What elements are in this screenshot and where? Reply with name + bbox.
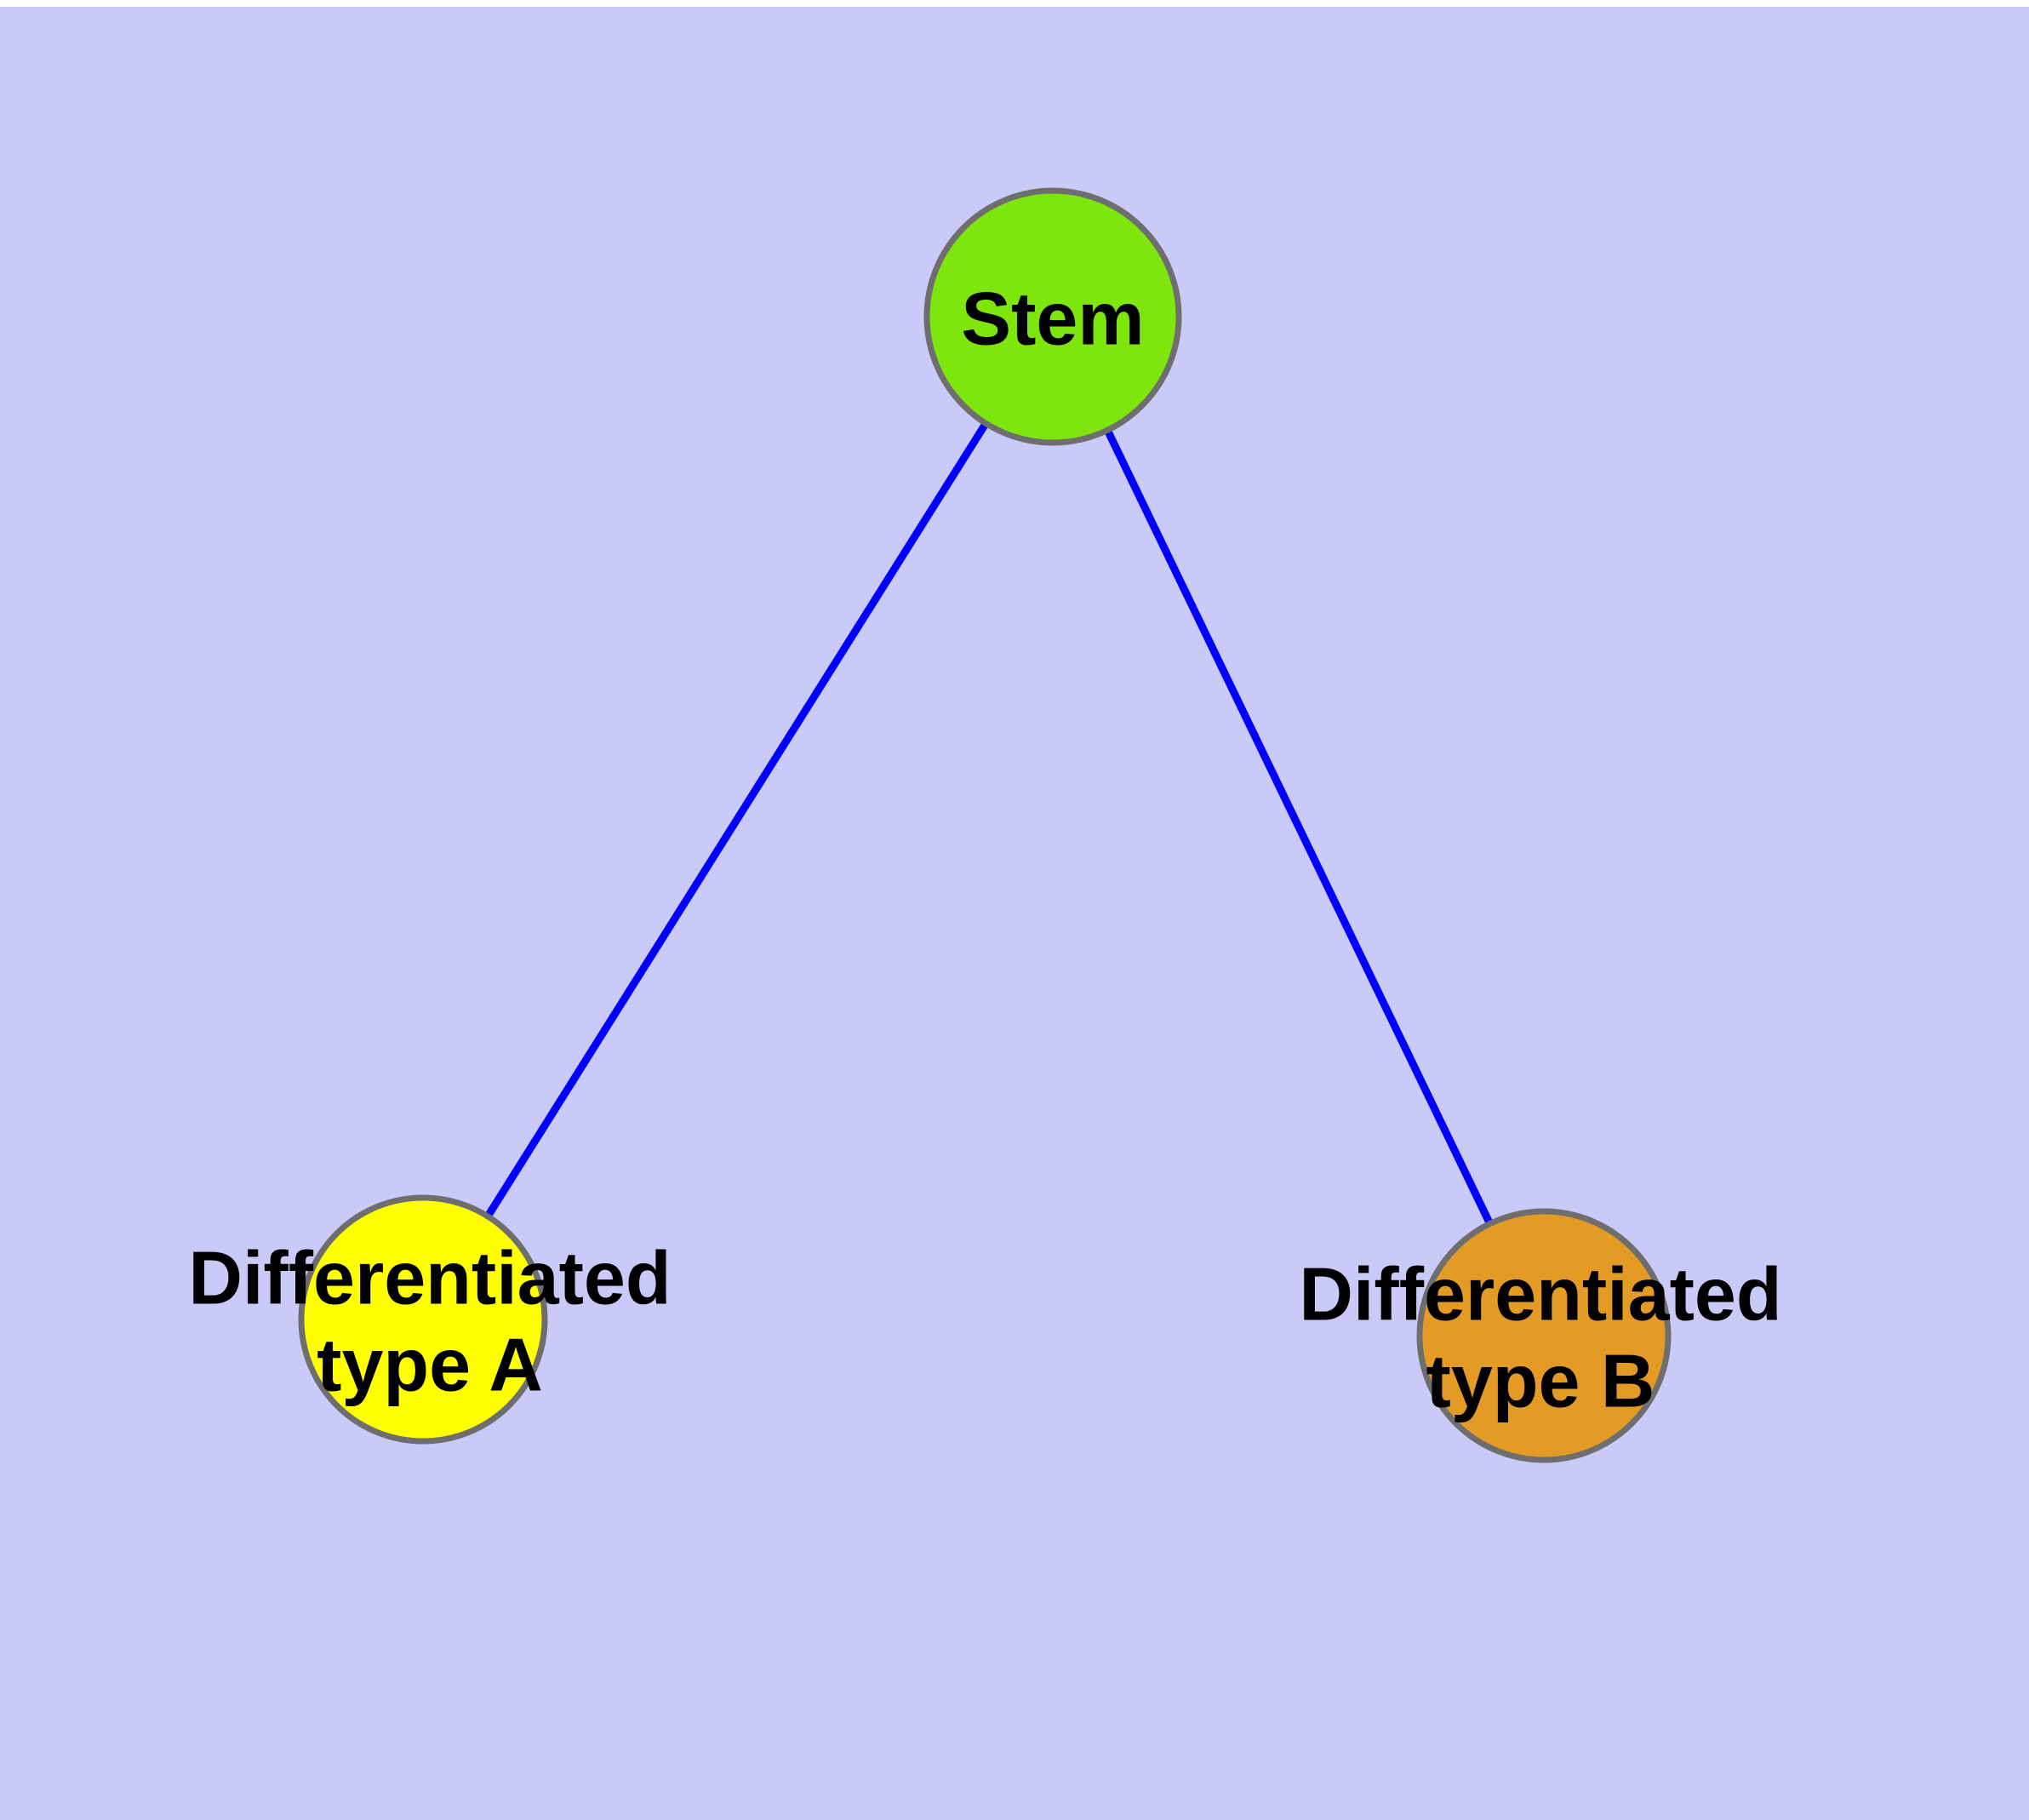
edge-stem-to-type-a <box>420 314 1056 1322</box>
node-stem <box>923 187 1182 446</box>
node-type-b-label-line2: type B <box>1426 1339 1655 1423</box>
top-white-strip <box>0 0 2029 7</box>
node-type-a-label-line1: Differentiated <box>188 1236 671 1320</box>
node-type-a <box>298 1194 548 1445</box>
node-stem-label: Stem <box>961 277 1144 361</box>
node-type-b-label-line1: Differentiated <box>1299 1252 1781 1336</box>
edge-stem-to-type-b <box>1049 315 1548 1337</box>
node-type-b <box>1416 1208 1672 1463</box>
node-type-a-label-line2: type A <box>317 1323 543 1407</box>
